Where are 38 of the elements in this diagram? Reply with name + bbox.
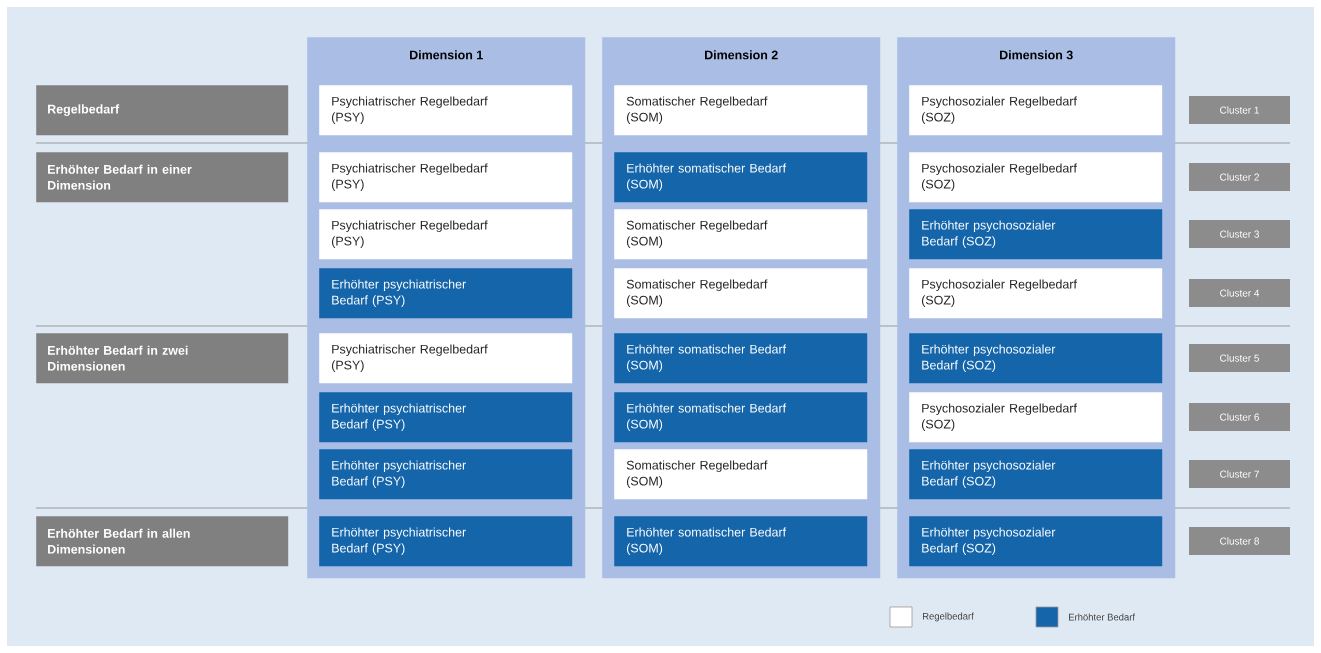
need-cell: Erhöhter psychiatrischer Bedarf (PSY) (319, 516, 573, 567)
need-cell: Erhöhter somatischer Bedarf (SOM) (614, 516, 868, 567)
legend-text: Erhöhter Bedarf (1069, 613, 1135, 621)
need-cell: Somatischer Regelbedarf (SOM) (614, 85, 868, 136)
need-cell: Erhöhter psychosozialer Bedarf (SOZ) (909, 333, 1163, 384)
legend-text: Regelbedarf (923, 612, 974, 622)
need-cell: Psychiatrischer Regelbedarf (PSY) (319, 85, 573, 136)
need-cell: Psychiatrischer Regelbedarf (PSY) (319, 333, 573, 384)
category-box: Erhöhter Bedarf in einer Dimension (36, 152, 289, 203)
cluster-box: Cluster 6 (1189, 403, 1290, 431)
category-box: Erhöhter Bedarf in allen Dimensionen (36, 516, 289, 567)
need-cell: Erhöhter somatischer Bedarf (SOM) (614, 392, 868, 443)
need-cell: Psychiatrischer Regelbedarf (PSY) (319, 152, 573, 203)
need-cell: Erhöhter psychosozialer Bedarf (SOZ) (909, 449, 1163, 500)
need-cell: Somatischer Regelbedarf (SOM) (614, 449, 868, 500)
need-cell: Psychosozialer Regelbedarf (SOZ) (909, 392, 1163, 443)
need-cell: Erhöhter somatischer Bedarf (SOM) (614, 152, 868, 203)
need-cell: Psychosozialer Regelbedarf (SOZ) (909, 85, 1163, 136)
need-cell: Psychosozialer Regelbedarf (SOZ) (909, 268, 1163, 319)
cluster-box: Cluster 2 (1189, 163, 1290, 191)
cluster-box: Cluster 7 (1189, 460, 1290, 488)
need-cell: Erhöhter psychiatrischer Bedarf (PSY) (319, 449, 573, 500)
need-cell: Psychosozialer Regelbedarf (SOZ) (909, 152, 1163, 203)
need-cell: Erhöhter psychiatrischer Bedarf (PSY) (319, 392, 573, 443)
need-cell: Somatischer Regelbedarf (SOM) (614, 209, 868, 260)
need-cell: Somatischer Regelbedarf (SOM) (614, 268, 868, 319)
need-cell: Erhöhter psychosozialer Bedarf (SOZ) (909, 209, 1163, 260)
cluster-box: Cluster 3 (1189, 220, 1290, 248)
cluster-box: Cluster 5 (1189, 344, 1290, 372)
category-box: Erhöhter Bedarf in zwei Dimensionen (36, 333, 289, 384)
need-cell: Erhöhter somatischer Bedarf (SOM) (614, 333, 868, 384)
need-cell: Psychiatrischer Regelbedarf (PSY) (319, 209, 573, 260)
need-cell: Erhöhter psychosozialer Bedarf (SOZ) (909, 516, 1163, 567)
need-cell: Erhöhter psychiatrischer Bedarf (PSY) (319, 268, 573, 319)
category-box: Regelbedarf (36, 85, 289, 136)
cluster-box: Cluster 1 (1189, 96, 1290, 124)
cluster-box: Cluster 8 (1189, 527, 1290, 555)
cluster-box: Cluster 4 (1189, 279, 1290, 307)
